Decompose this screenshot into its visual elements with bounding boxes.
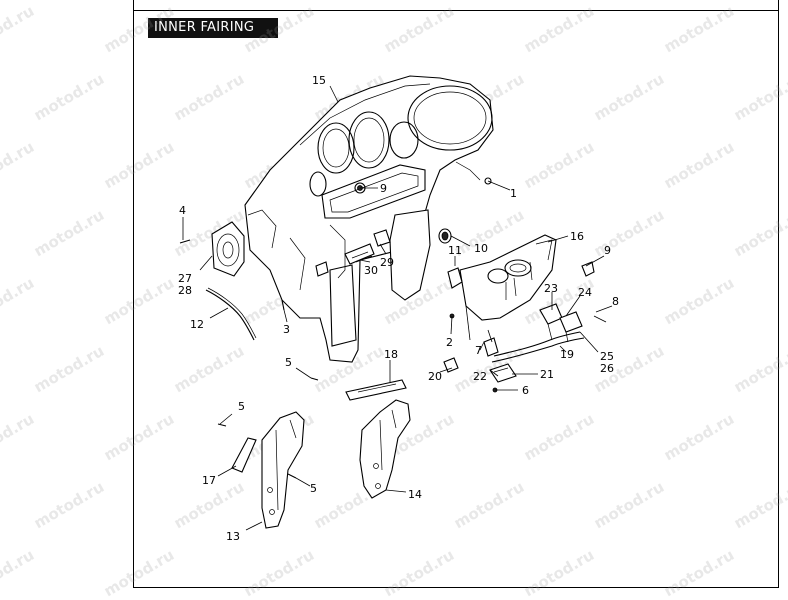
lower-bracket-part-13	[261, 411, 305, 529]
callout-27: 27	[178, 272, 192, 285]
callout-29: 29	[380, 256, 394, 269]
screw-part-4	[179, 239, 191, 244]
callout-9-right: 9	[604, 244, 611, 257]
callout-15: 15	[312, 74, 326, 87]
diagram-title: INNER FAIRING	[148, 18, 278, 38]
inner-fairing-part-15	[244, 75, 494, 363]
frame-border	[133, 0, 779, 588]
trim-strip-edge	[207, 287, 257, 339]
callout-25: 25	[600, 350, 614, 363]
wiring-harness-part-19	[491, 303, 585, 363]
clip-part-20	[443, 357, 459, 373]
callout-2: 2	[446, 336, 453, 349]
connector-part-7	[483, 337, 499, 357]
screw-part-3	[281, 299, 285, 311]
callout-28: 28	[178, 284, 192, 297]
callout-labels: 1 2 3 4 5 5 5 6 7 8 9 9 10 11 12 13 14 1…	[178, 74, 619, 543]
nut-part-1	[484, 177, 492, 185]
callout-17: 17	[202, 474, 216, 487]
callout-5-left: 5	[238, 400, 245, 413]
callout-13: 13	[226, 530, 240, 543]
bracket-part-9-right	[581, 261, 595, 277]
grommet-part-10	[438, 228, 452, 244]
callout-26: 26	[600, 362, 614, 375]
callout-11: 11	[448, 244, 462, 257]
callout-4: 4	[179, 204, 186, 217]
speaker-part-27-28	[211, 221, 245, 277]
callout-8: 8	[612, 295, 619, 308]
callout-3: 3	[283, 323, 290, 336]
callout-20: 20	[428, 370, 442, 383]
callout-5-upper: 5	[285, 356, 292, 369]
clip-small-left	[315, 261, 329, 277]
bracket-part-18	[345, 379, 407, 401]
screw-part-5-lower	[287, 473, 297, 479]
callout-7: 7	[475, 344, 482, 357]
instrument-cover-part-16	[459, 234, 557, 321]
screw-part-5-left	[217, 423, 227, 427]
callout-12: 12	[190, 318, 204, 331]
callout-24: 24	[578, 286, 592, 299]
mounting-bracket-part-14	[359, 399, 411, 499]
callout-22: 22	[473, 370, 487, 383]
callout-19: 19	[560, 348, 574, 361]
callout-18: 18	[384, 348, 398, 361]
callout-23: 23	[544, 282, 558, 295]
strip-part-17	[231, 437, 257, 473]
pin-part-8	[593, 315, 607, 323]
callout-30: 30	[364, 264, 378, 277]
callout-1: 1	[510, 187, 517, 200]
screw-part-5-upper	[310, 377, 319, 381]
connector-part-29-30	[344, 229, 391, 265]
callout-5-lower: 5	[310, 482, 317, 495]
leader-lines	[182, 85, 613, 531]
callout-21: 21	[540, 368, 554, 381]
callout-10: 10	[474, 242, 488, 255]
clip-part-11	[447, 267, 463, 289]
callout-16: 16	[570, 230, 584, 243]
trim-strip-part-12	[205, 289, 255, 341]
frame-top-rule	[133, 10, 779, 11]
callout-14: 14	[408, 488, 422, 501]
callout-6: 6	[522, 384, 529, 397]
relay-block-part-21-22	[489, 363, 517, 383]
callout-9-upper: 9	[380, 182, 387, 195]
